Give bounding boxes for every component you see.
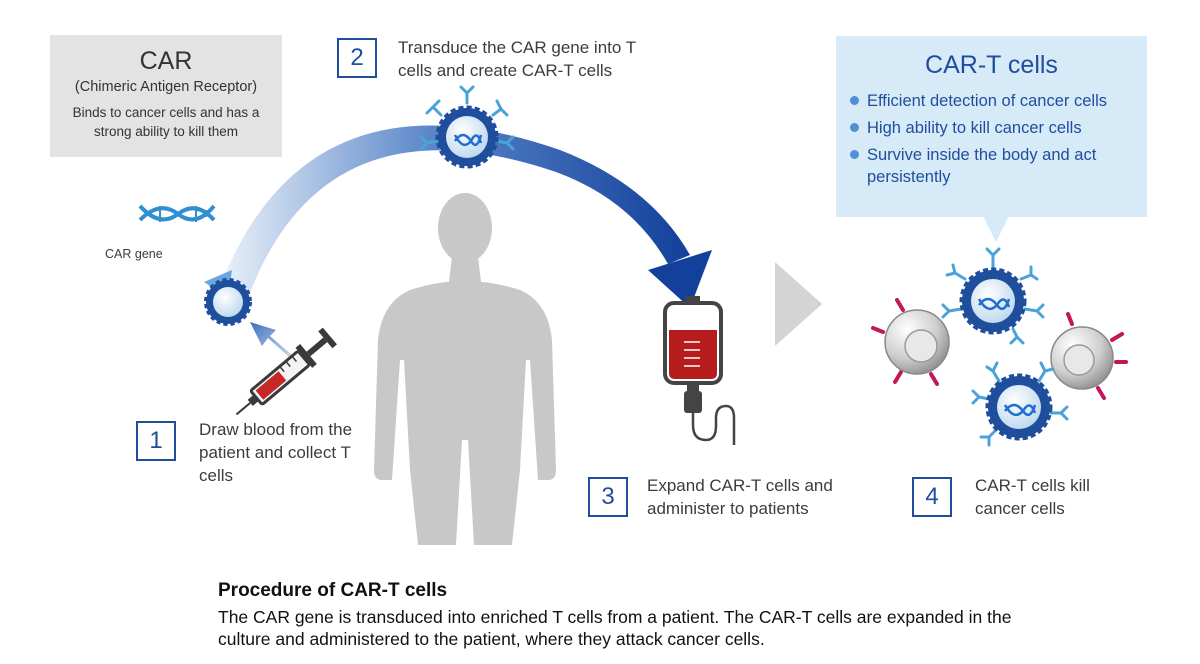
benefit-text: Efficient detection of cancer cells (867, 92, 1107, 110)
benefit-item: Efficient detection of cancer cells (850, 90, 1147, 112)
benefit-text: Survive inside the body and act persiste… (867, 146, 1097, 186)
benefit-text: High ability to kill cancer cells (867, 119, 1082, 137)
syringe-to-cell-arrow (250, 322, 300, 365)
step-2-number: 2 (337, 38, 377, 78)
car-t-benefits-box: CAR-T cells Efficient detection of cance… (836, 36, 1147, 217)
bullet-icon (850, 123, 859, 132)
step-4-number: 4 (912, 477, 952, 517)
benefit-item: High ability to kill cancer cells (850, 117, 1147, 139)
car-t-title: CAR-T cells (925, 51, 1058, 79)
bullet-icon (850, 150, 859, 159)
caption-text: The CAR gene is transduced into enriched… (218, 607, 1012, 649)
cancer-cell-icon (871, 298, 950, 386)
step-3-text: Expand CAR-T cells and administer to pat… (647, 476, 833, 518)
syringe-icon (235, 327, 337, 416)
next-step-arrow (775, 262, 822, 346)
car-subtitle: (Chimeric Antigen Receptor) (74, 79, 258, 95)
bullet-icon (850, 96, 859, 105)
benefit-item: Survive inside the body and act persiste… (850, 144, 1147, 188)
cancer-cell-icon (1050, 312, 1128, 400)
process-arc-arrow (215, 125, 690, 306)
car-title: CAR (139, 47, 193, 75)
caption-title: Procedure of CAR-T cells (218, 580, 448, 601)
iv-bag-icon (663, 296, 736, 445)
callout-pointer (983, 216, 1009, 242)
t-cell-icon (204, 278, 252, 326)
car-gene-label: CAR gene (105, 247, 163, 261)
step-1-text: Draw blood from the patient and collect … (199, 420, 353, 485)
benefit-list: Efficient detection of cancer cells High… (836, 90, 1147, 188)
car-definition-box: CAR (Chimeric Antigen Receptor) Binds to… (50, 35, 282, 157)
car-t-cell-icon (419, 85, 515, 169)
dna-icon (138, 204, 216, 222)
step-4-text: CAR-T cells kill cancer cells (975, 476, 1090, 518)
step-1-number: 1 (136, 421, 176, 461)
human-silhouette (374, 193, 556, 545)
car-t-cell-icon (971, 361, 1069, 447)
process-arc-arrowhead (648, 250, 712, 308)
car-description: Binds to cancer cells and has a strong a… (72, 105, 260, 139)
step-3-number: 3 (588, 477, 628, 517)
step-2-text: Transduce the CAR gene into T cells and … (398, 38, 636, 80)
car-t-cell-icon (941, 247, 1045, 345)
